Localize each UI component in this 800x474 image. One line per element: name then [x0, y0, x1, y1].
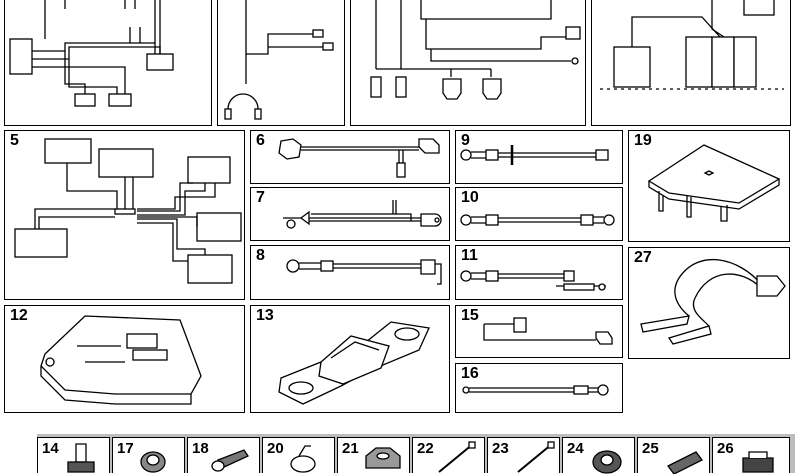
item-number: 21 — [342, 440, 359, 457]
jumper-clamp-cable-drawing — [640, 258, 786, 345]
panel-11: 11 — [455, 245, 623, 300]
rubber-ring-icon — [592, 450, 622, 474]
item-number: 18 — [192, 440, 209, 457]
panel-6: 6 — [250, 130, 450, 184]
cable-15-drawing — [483, 317, 613, 345]
item-number: 19 — [634, 132, 652, 149]
fuse-box-cover-drawing — [40, 315, 202, 405]
cover-plate-drawing — [647, 144, 781, 222]
part-cell-23: 23 — [487, 437, 560, 473]
panel-top-1 — [4, 0, 212, 126]
item-number: 25 — [642, 440, 659, 457]
part-cell-24: 24 — [562, 437, 635, 474]
item-number: 12 — [10, 307, 28, 324]
item-number: 5 — [10, 132, 19, 149]
cable-9-drawing — [460, 145, 609, 165]
item-number: 26 — [717, 440, 734, 457]
part-cell-20: 20 — [262, 437, 335, 473]
cable-strap-icon — [438, 441, 476, 473]
item-number: 15 — [461, 307, 479, 324]
item-number: 9 — [461, 132, 470, 149]
item-number: 16 — [461, 365, 479, 382]
panel-top-3 — [350, 0, 586, 126]
item-number: 13 — [256, 307, 274, 324]
cable-strap-icon — [517, 441, 555, 473]
part-cell-25: 25 — [637, 437, 710, 474]
cable-tie-icon — [290, 445, 316, 473]
wiring-harness-drawing — [9, 0, 174, 107]
item-number: 17 — [117, 440, 134, 457]
panel-16: 16 — [455, 363, 623, 413]
panel-8: 8 — [250, 245, 450, 300]
bolt-icon — [67, 443, 95, 473]
part-cell-26: 26 — [712, 437, 790, 473]
part-cell-17: 17 — [112, 437, 185, 473]
sleeve-icon — [667, 451, 703, 474]
part-cell-18: 18 — [187, 437, 260, 473]
item-number: 11 — [461, 247, 478, 264]
panel-19: 19 — [628, 130, 790, 242]
panel-10: 10 — [455, 187, 623, 241]
panel-9: 9 — [455, 130, 623, 184]
panel-27: 27 — [628, 247, 790, 359]
item-number: 23 — [492, 440, 509, 457]
ground-strap-drawing — [286, 259, 442, 285]
cable-drawing — [224, 0, 334, 120]
panel-12: 12 — [4, 305, 245, 413]
panel-13: 13 — [250, 305, 450, 413]
cable-16-drawing — [462, 384, 609, 396]
item-number: 14 — [42, 440, 59, 457]
module-drawing — [600, 0, 784, 90]
fusible-link-drawing — [278, 321, 430, 405]
item-number: 27 — [634, 249, 652, 266]
cable-11-drawing — [460, 270, 606, 291]
main-wiring-harness-drawing — [14, 138, 242, 284]
panel-7: 7 — [250, 187, 450, 241]
battery-cable-drawing — [283, 200, 442, 229]
item-number: 10 — [461, 189, 479, 206]
part-cell-22: 22 — [412, 437, 485, 473]
item-number: 22 — [417, 440, 434, 457]
part-cell-21: 21 — [337, 437, 410, 473]
grommet-icon — [140, 451, 166, 473]
clip-holder-icon — [742, 451, 774, 473]
sensor-harness-drawing — [370, 0, 581, 100]
item-number: 8 — [256, 247, 265, 264]
cable-with-connectors-drawing — [278, 138, 440, 178]
panel-5: 5 — [4, 130, 245, 300]
item-number: 24 — [567, 440, 584, 457]
part-cell-14: 14 — [37, 437, 110, 473]
item-number: 7 — [256, 189, 265, 206]
screw-icon — [211, 449, 249, 472]
cable-10-drawing — [460, 214, 615, 226]
panel-top-2 — [217, 0, 345, 126]
panel-top-4 — [591, 0, 791, 126]
panel-15: 15 — [455, 305, 623, 358]
nut-icon — [365, 447, 401, 469]
item-number: 6 — [256, 132, 265, 149]
item-number: 20 — [267, 440, 284, 457]
